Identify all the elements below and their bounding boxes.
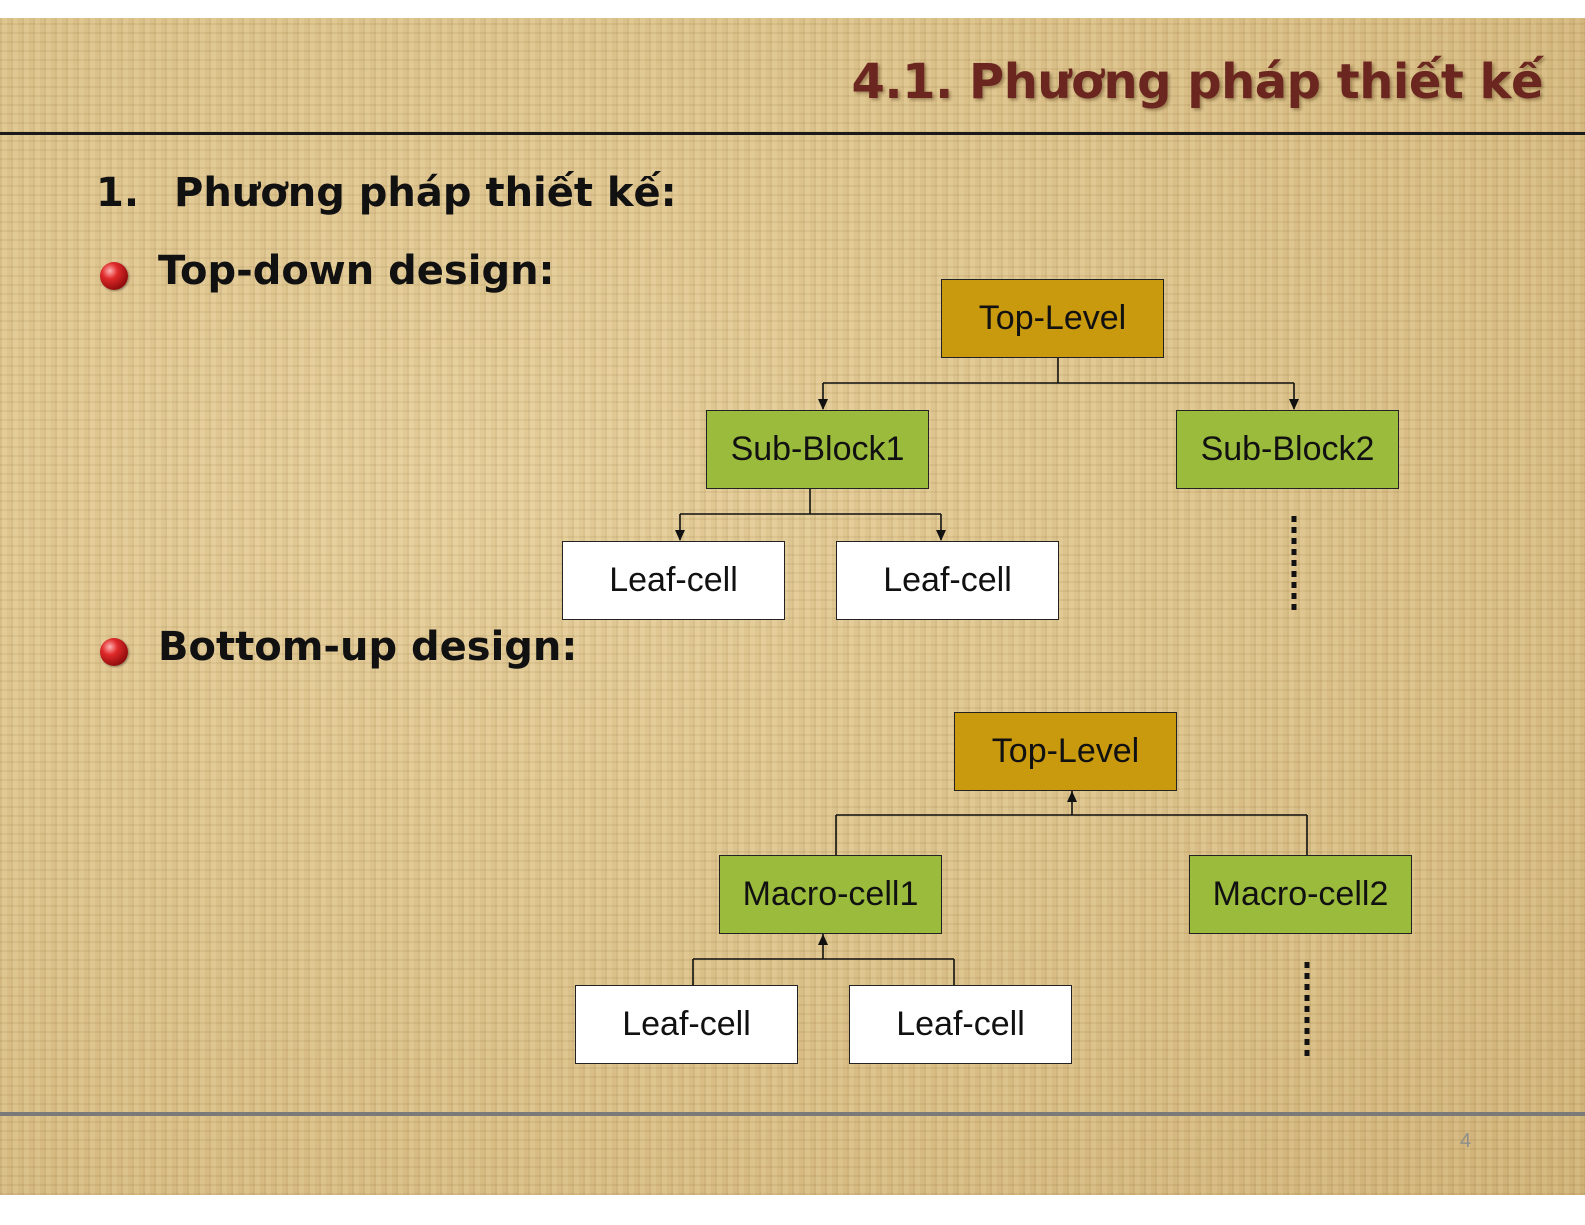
arrowhead-icon <box>936 530 946 541</box>
arrowhead-icon <box>675 530 685 541</box>
td-node-leaf-cell-1: Leaf-cell <box>562 541 785 620</box>
td-node-leaf-cell-2: Leaf-cell <box>836 541 1059 620</box>
arrowhead-icon <box>818 399 828 410</box>
td-node-top-level: Top-Level <box>941 279 1164 358</box>
arrowhead-icon <box>818 934 828 945</box>
arrowhead-icon <box>1067 791 1077 802</box>
td-node-sub-block2: Sub-Block2 <box>1176 410 1399 489</box>
bu-node-leaf-cell-2: Leaf-cell <box>849 985 1072 1064</box>
page-number: 4 <box>1460 1130 1471 1153</box>
bu-node-macro-cell2: Macro-cell2 <box>1189 855 1412 934</box>
td-node-sub-block1: Sub-Block1 <box>706 410 929 489</box>
bu-node-leaf-cell-1: Leaf-cell <box>575 985 798 1064</box>
bu-node-top-level: Top-Level <box>954 712 1177 791</box>
slide: 4.1. Phương pháp thiết kế 1.Phương pháp … <box>0 18 1585 1195</box>
footer-divider <box>0 1112 1585 1116</box>
arrowhead-icon <box>1289 399 1299 410</box>
bu-node-macro-cell1: Macro-cell1 <box>719 855 942 934</box>
